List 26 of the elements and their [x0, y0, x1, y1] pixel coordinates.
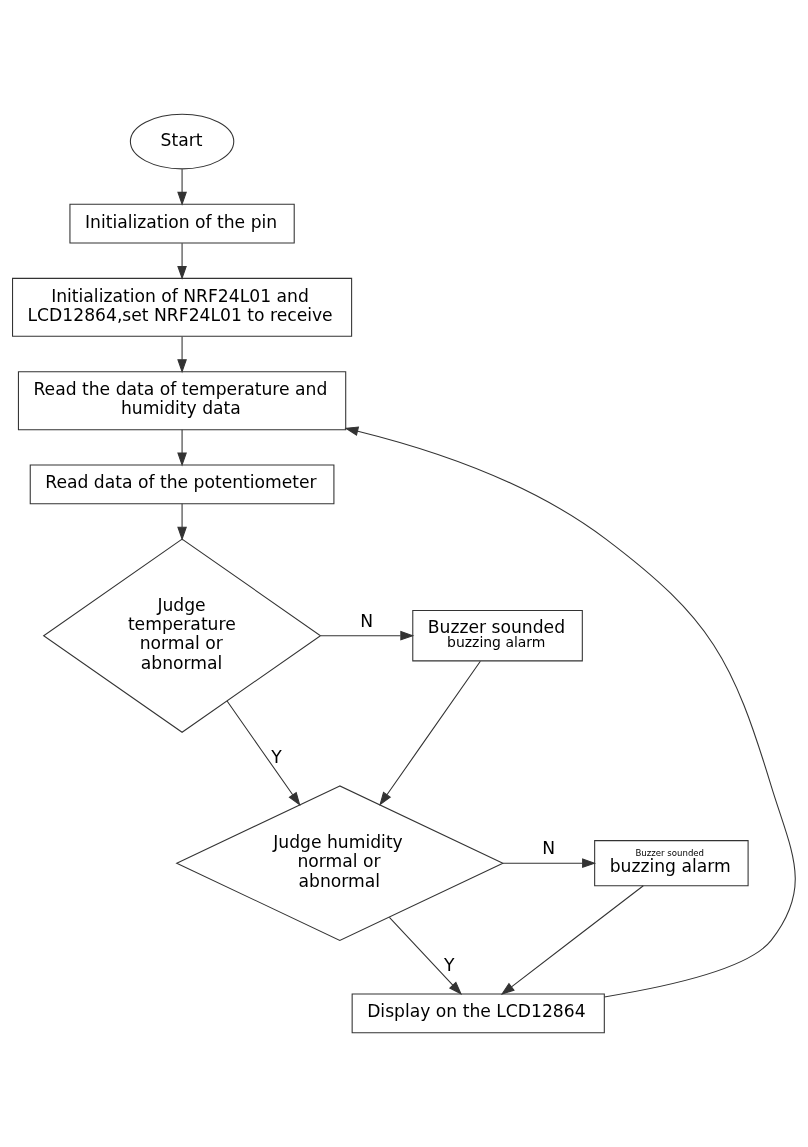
node-diamond: Judge humidity normal or abnormal [175, 785, 505, 942]
arrow [177, 429, 187, 467]
arrow [500, 885, 644, 996]
node-box: Display on the LCD12864 [351, 993, 605, 1034]
arrow [502, 858, 597, 869]
arrow [177, 168, 187, 206]
arrow [320, 630, 415, 641]
node-box: Buzzer sounded buzzing alarm [412, 609, 583, 662]
edge-label: Y [271, 747, 282, 768]
edge-label: N [542, 838, 556, 859]
arrow [344, 426, 796, 998]
edge-label: Y [444, 955, 455, 976]
node-diamond: Judge temperature normal or abnormal [42, 538, 322, 733]
node-ellipse: Start [129, 113, 235, 170]
node-box: Read data of the potentiometer [29, 464, 335, 505]
arrow [177, 336, 187, 374]
node-box: Initialization of NRF24L01 and LCD12864,set NRF24L01 to receive [12, 277, 353, 337]
arrow [379, 660, 481, 806]
node-box: Buzzer sounded buzzing alarm [594, 840, 749, 887]
node-box: Initialization of the pin [69, 203, 295, 244]
arrow [226, 700, 301, 806]
edge-label: N [360, 610, 374, 631]
arrow [388, 916, 463, 995]
arrow [177, 242, 187, 280]
node-box: Read the data of temperature and humidity data [17, 371, 347, 431]
arrow [177, 503, 187, 541]
